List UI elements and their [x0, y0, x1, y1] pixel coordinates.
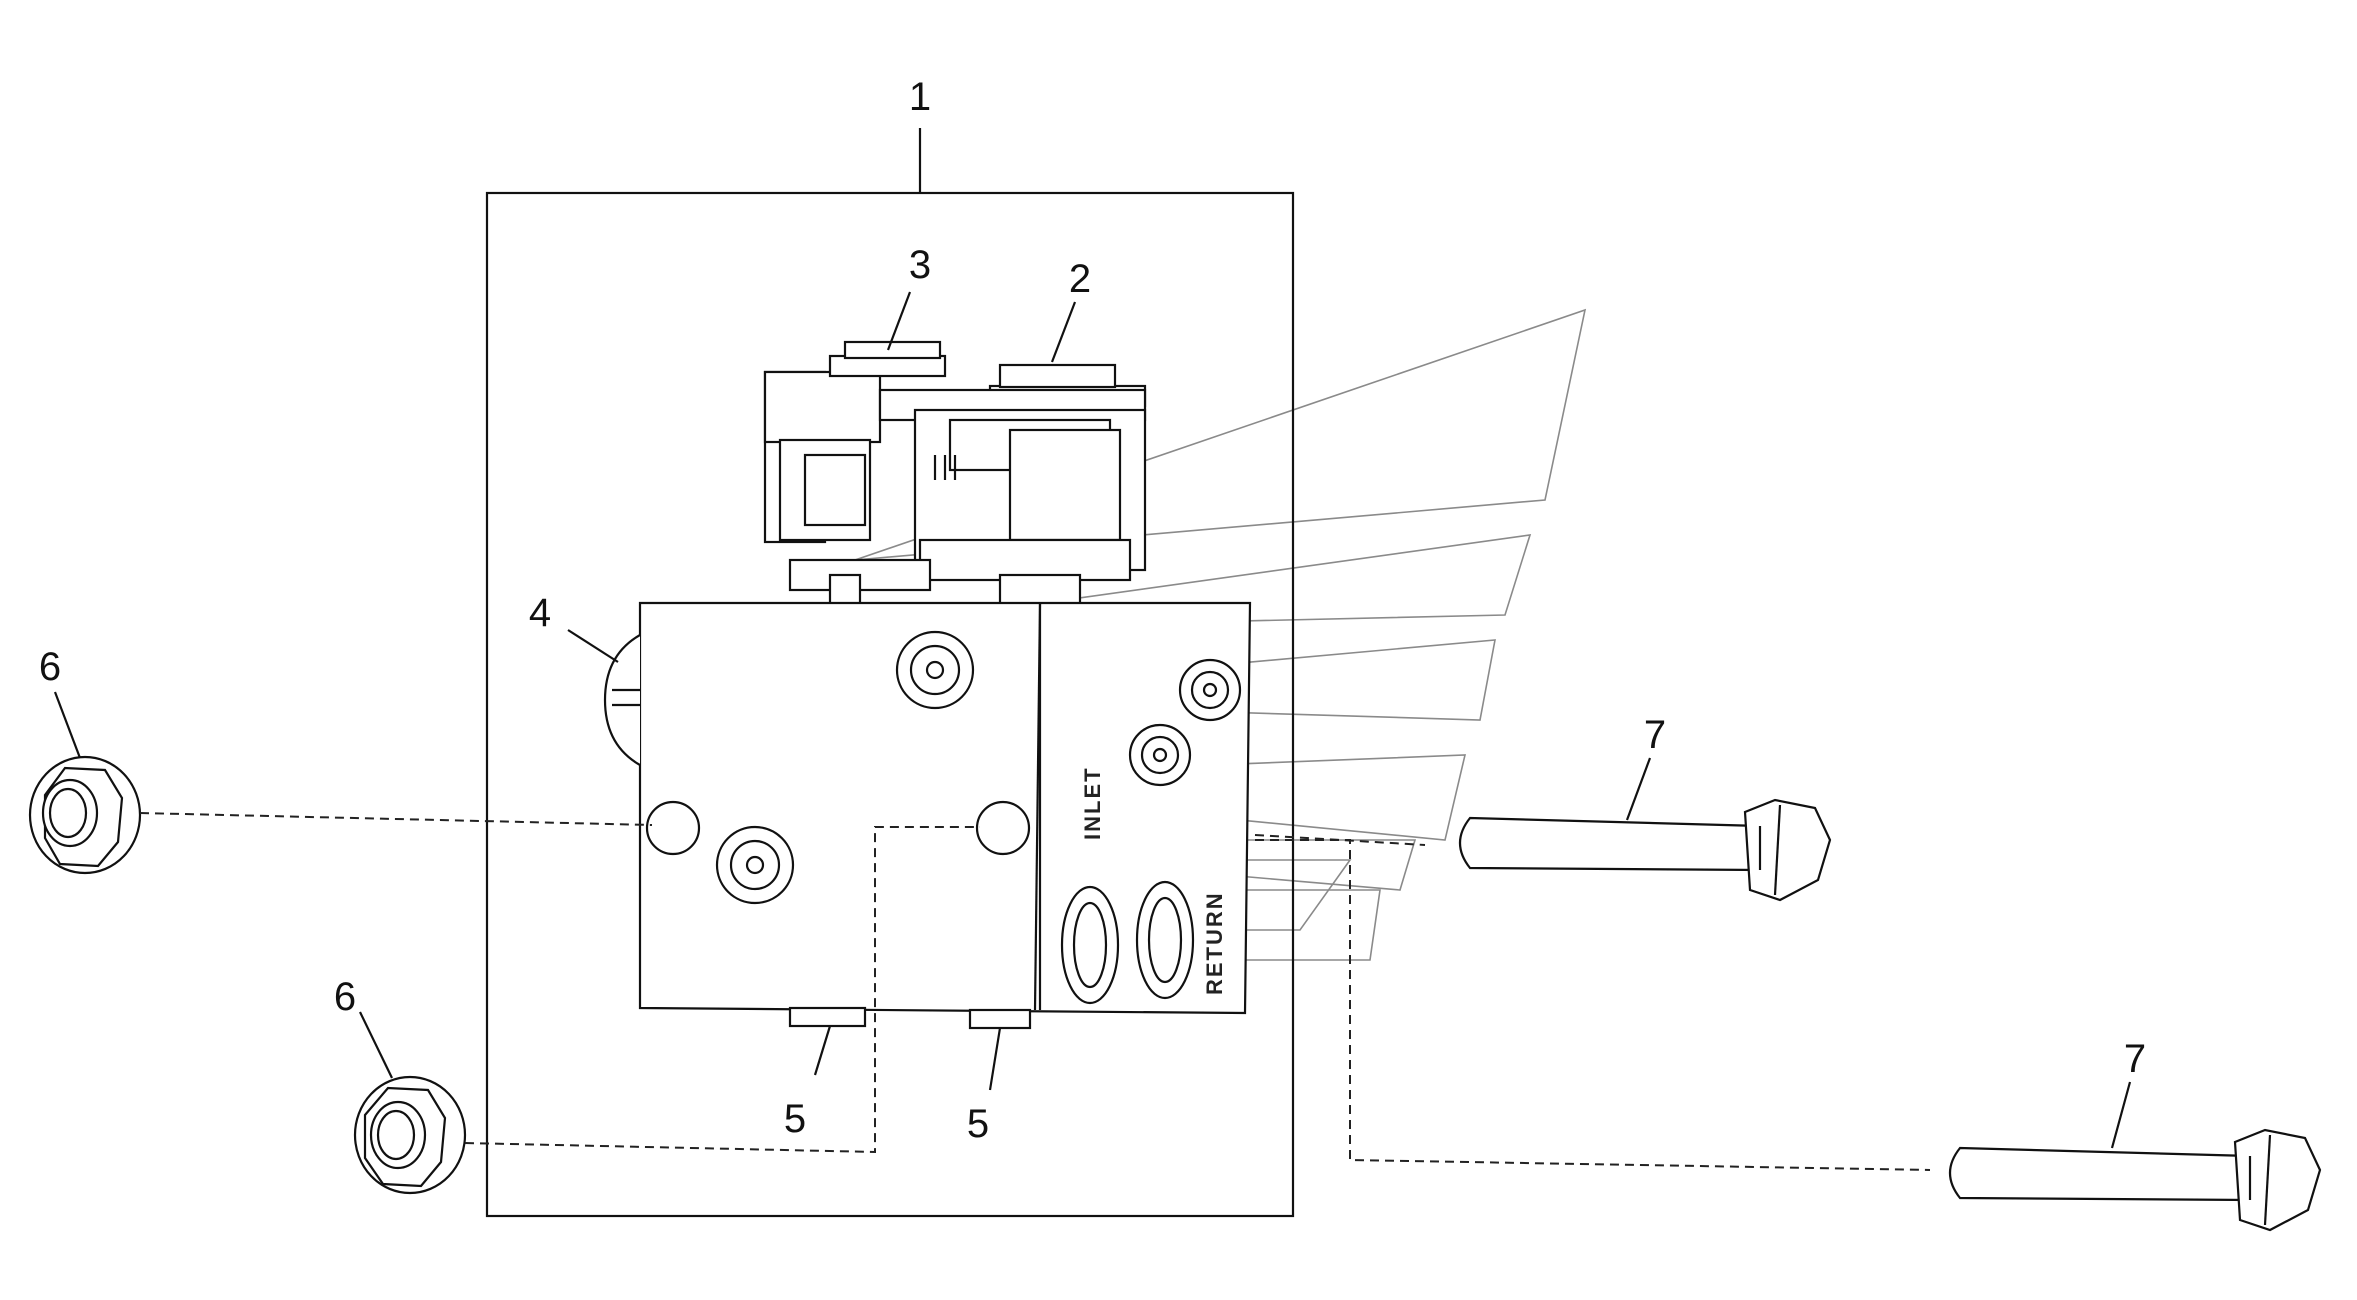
- callout-2: 2: [1069, 257, 1091, 301]
- solenoid-assembly: [763, 340, 1147, 607]
- callout-5b: 5: [967, 1102, 989, 1146]
- callout-3: 3: [909, 243, 931, 287]
- manifold-block: [603, 601, 1252, 1030]
- port-label-return: RETURN: [1202, 891, 1227, 995]
- flange-nut-upper: [28, 755, 142, 875]
- dashed-line-upper-bolt: [1254, 834, 1426, 846]
- bolt-upper: [1458, 798, 1832, 902]
- assembly-frame: [485, 191, 1295, 1218]
- leader-3: [886, 291, 912, 351]
- leader-2: [1050, 301, 1077, 363]
- flange-nut-lower: [353, 1075, 467, 1195]
- bolt-lower: [1948, 1128, 2322, 1232]
- dashed-line-upper-nut: [139, 812, 653, 826]
- leader-4: [567, 629, 619, 663]
- callout-6b: 6: [334, 975, 356, 1019]
- callout-7b: 7: [2124, 1037, 2146, 1081]
- leader-6b: [359, 1011, 393, 1079]
- dashed-line-lower-bolt: [1255, 839, 1931, 1171]
- port-label-inlet: INLET: [1080, 766, 1105, 840]
- leader-7b: [2110, 1081, 2132, 1149]
- leader-6a: [53, 691, 82, 759]
- leader-7a: [1625, 757, 1652, 821]
- callout-1: 1: [909, 75, 931, 119]
- callout-7a: 7: [1644, 713, 1666, 757]
- leader-5b: [988, 1027, 1002, 1091]
- callout-4: 4: [529, 591, 551, 635]
- callout-6a: 6: [39, 645, 61, 689]
- callout-5a: 5: [784, 1097, 806, 1141]
- leader-5a: [813, 1025, 832, 1076]
- dashed-line-lower-nut: [464, 826, 980, 1154]
